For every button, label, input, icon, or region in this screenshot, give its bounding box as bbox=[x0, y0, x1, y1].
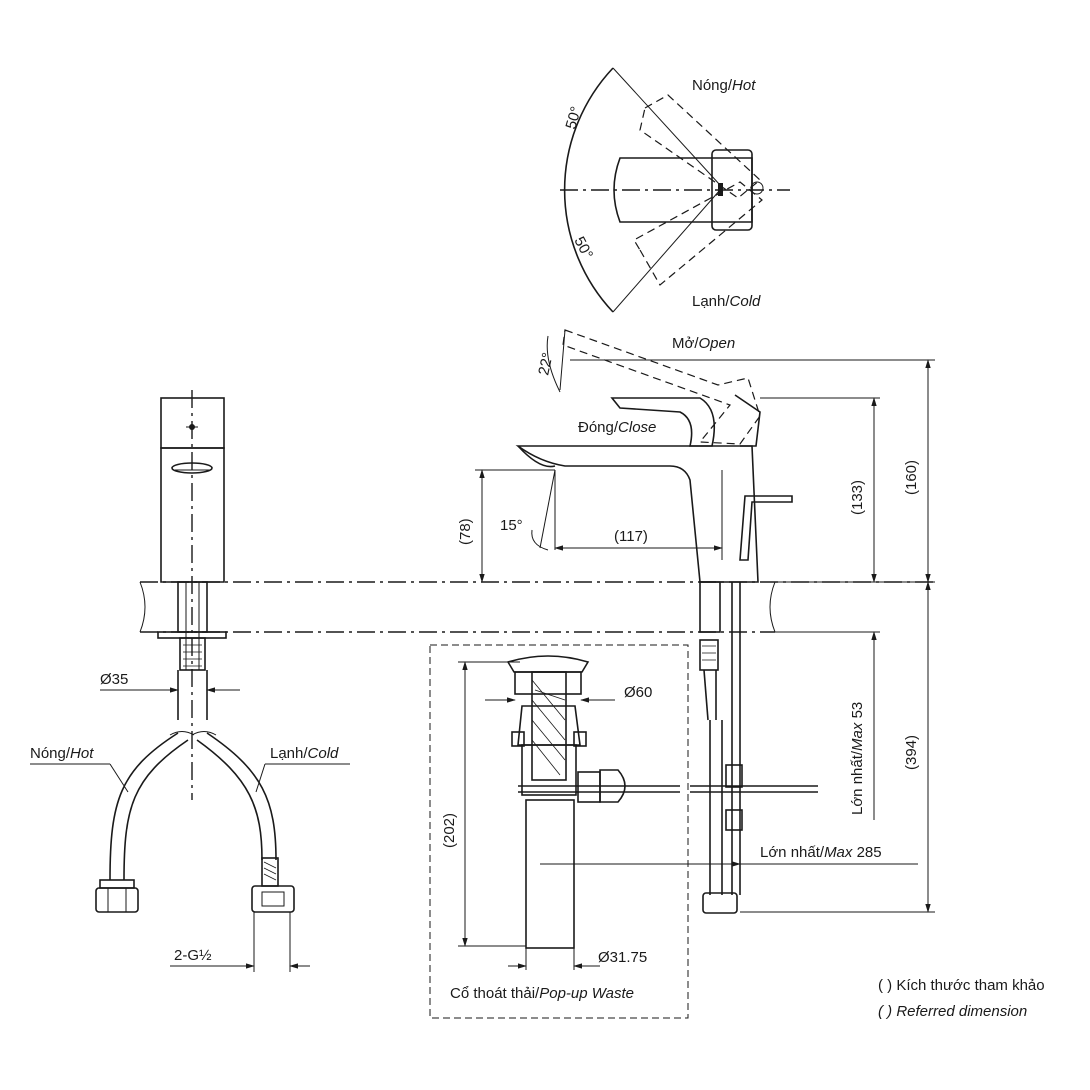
front-view-faucet: Ø35 bbox=[100, 390, 240, 800]
hose-hot-label: Nóng/Hot bbox=[30, 745, 94, 762]
popup-box bbox=[429, 644, 689, 1019]
spout-body bbox=[515, 445, 759, 583]
legend-vi: ( ) Kích thước tham khảo bbox=[878, 977, 1045, 994]
dim-60-label: Ø60 bbox=[624, 684, 652, 701]
hot-label-top: Nóng/Hot bbox=[692, 77, 756, 94]
open-label: Mở/Open bbox=[672, 335, 735, 352]
max-285-label: Lớn nhất/Max 285 bbox=[760, 844, 882, 861]
dim-394-label: (394) bbox=[903, 735, 920, 770]
dim-78-label: (78) bbox=[457, 518, 474, 545]
angle-hot-label: 50° bbox=[563, 105, 586, 131]
top-view-handle: 50° 50° Nóng/Hot Lạnh/Cold bbox=[560, 67, 790, 313]
angle-cold-label: 50° bbox=[570, 234, 596, 262]
thread-label: 2-G½ bbox=[174, 947, 212, 964]
dim-35-label: Ø35 bbox=[100, 671, 128, 688]
popup-waste-detail: Ø60 (202) Ø31.75 Cổ thoát thải/Pop-up Wa… bbox=[429, 644, 689, 1019]
dim-117-label: (117) bbox=[614, 528, 648, 545]
supply-hoses: Nóng/Hot Lạnh/Cold 2-G½ bbox=[30, 731, 350, 972]
cold-label-top: Lạnh/Cold bbox=[692, 293, 761, 310]
dim-202-label: (202) bbox=[441, 813, 458, 848]
popup-waste-label: Cổ thoát thải/Pop-up Waste bbox=[450, 985, 634, 1002]
dim-133-label: (133) bbox=[849, 480, 866, 515]
handle-open-outline bbox=[562, 329, 761, 445]
side-view-faucet: 22° Mở/Open Đóng/Close 15° (78) (117) (1… bbox=[457, 329, 935, 914]
handle-hot-outline bbox=[639, 94, 761, 199]
legend-en: ( ) Referred dimension bbox=[878, 1003, 1027, 1020]
close-label: Đóng/Close bbox=[578, 419, 656, 436]
handle-cold-outline bbox=[633, 181, 763, 286]
angle-spout-label: 15° bbox=[500, 517, 523, 534]
handle-closed bbox=[610, 397, 716, 447]
handle-neutral bbox=[613, 157, 753, 223]
legend: ( ) Kích thước tham khảo ( ) Referred di… bbox=[878, 977, 1045, 1020]
hose-cold-label: Lạnh/Cold bbox=[270, 745, 339, 762]
dim-160-label: (160) bbox=[903, 460, 920, 495]
angle-lever-label: 22° bbox=[535, 351, 556, 377]
dim-3175-label: Ø31.75 bbox=[598, 949, 647, 966]
countertop bbox=[139, 581, 935, 633]
max-53-label: Lớn nhất/Max 53 bbox=[849, 702, 866, 815]
